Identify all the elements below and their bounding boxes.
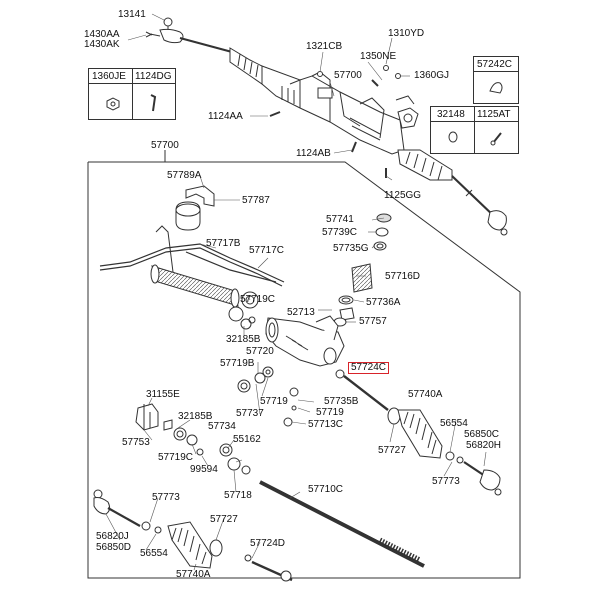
label-57724c-highlighted[interactable]: 57724C [348, 362, 390, 374]
label-57720: 57720 [246, 346, 274, 357]
label-57713c: 57713C [308, 419, 344, 430]
top-pinion-valve [395, 95, 419, 129]
label-57719-a: 57719 [260, 396, 288, 407]
label-57719c-a: 57719C [240, 294, 276, 305]
inset-label-57242c: 57242C [477, 59, 513, 70]
label-57740a-l: 57740A [176, 569, 211, 580]
label-32185b-b: 32185B [178, 411, 213, 422]
label-57736a: 57736A [366, 297, 401, 308]
top-rack-housing [261, 65, 405, 155]
inset-icons-left [106, 94, 157, 112]
right-boot-57740a [387, 407, 502, 496]
label-57773-r: 57773 [432, 476, 460, 487]
label-1360gj: 1360GJ [414, 70, 450, 81]
label-13141: 13141 [118, 9, 146, 20]
label-57710c: 57710C [308, 484, 344, 495]
label-57716d: 57716D [385, 271, 421, 282]
inset-label-1360je: 1360JE [92, 71, 126, 82]
top-left-boot [229, 47, 263, 85]
label-55162: 55162 [233, 434, 261, 445]
label-56820h: 56820H [466, 440, 502, 451]
label-99594: 99594 [190, 464, 218, 475]
label-1310yd: 1310YD [388, 28, 425, 39]
label-57740a-r: 57740A [408, 389, 443, 400]
clamp-57789a [175, 185, 215, 231]
label-57700: 57700 [151, 140, 179, 151]
label-57757: 57757 [359, 316, 387, 327]
label-57734: 57734 [208, 421, 236, 432]
label-57735g: 57735G [333, 243, 369, 254]
label-56850d: 56850D [96, 542, 132, 553]
label-56554-r: 56554 [440, 418, 468, 429]
label-57727-r: 57727 [378, 445, 406, 456]
inset-label-32148: 32148 [437, 109, 465, 120]
label-57719c-b: 57719C [158, 452, 194, 463]
label-57737: 57737 [236, 408, 264, 419]
label-57717c: 57717C [249, 245, 285, 256]
label-57735b: 57735B [324, 396, 359, 407]
bolt-icon [150, 94, 157, 112]
small-seals-mid [237, 366, 299, 427]
top-leaders [127, 13, 410, 181]
inset-label-1124dg: 1124DG [135, 71, 172, 82]
label-57739c: 57739C [322, 227, 358, 238]
label-52713: 52713 [287, 307, 315, 318]
label-1350ne: 1350NE [360, 51, 397, 62]
pipe-57717 [99, 225, 285, 287]
label-32185b-a: 32185B [226, 334, 261, 345]
label-57727-l: 57727 [210, 514, 238, 525]
top-left-tie-rod [145, 17, 233, 54]
label-57789a: 57789A [167, 170, 202, 181]
label-1430ak: 1430AK [84, 39, 120, 50]
label-1125gg: 1125GG [384, 190, 422, 201]
label-57787: 57787 [242, 195, 270, 206]
label-57717b: 57717B [206, 238, 241, 249]
valve-housing [265, 315, 345, 367]
label-56820j: 56820J [96, 531, 129, 542]
detail-leaders [105, 175, 487, 571]
label-57773-l: 57773 [152, 492, 180, 503]
left-tie-rod [93, 489, 162, 534]
detail-frame [87, 161, 521, 579]
label-57719-b: 57719 [316, 407, 344, 418]
inner-tie-rod-57724c [335, 369, 389, 411]
inset-box-right-top: 57242C [473, 56, 519, 104]
label-1430aa: 1430AA [84, 29, 120, 40]
label-56850c: 56850C [464, 429, 500, 440]
left-boot-57740a [167, 521, 293, 582]
label-57724d: 57724D [250, 538, 286, 549]
inset-icons-right-top [489, 82, 503, 94]
label-57753: 57753 [122, 437, 150, 448]
inset-label-1125at: 1125AT [477, 109, 511, 120]
label-1124aa: 1124AA [208, 111, 243, 122]
label-1321cb: 1321CB [306, 41, 343, 52]
rack-bar-57710c [259, 479, 425, 568]
label-57700-top: 57700 [334, 70, 362, 81]
label-31155e: 31155E [146, 389, 180, 400]
inset-box-right-bottom: 32148 1125AT [430, 106, 519, 154]
mount-31155e [135, 403, 251, 475]
label-56554-l: 56554 [140, 548, 168, 559]
label-57719b: 57719B [220, 358, 255, 369]
clip-icon [489, 82, 503, 94]
o-ring-icon [448, 131, 458, 143]
top-right-boot [397, 149, 508, 236]
inset-icons-right-bottom [448, 131, 502, 146]
label-57718: 57718 [224, 490, 252, 501]
cylinder-tube [150, 264, 240, 308]
label-57741: 57741 [326, 214, 354, 225]
label-1124ab: 1124AB [296, 148, 331, 159]
inset-box-left: 1360JE 1124DG [88, 68, 176, 120]
